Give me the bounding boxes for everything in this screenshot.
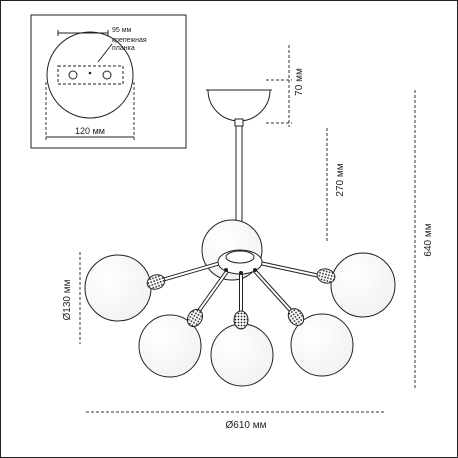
mounting-hole-left [68, 70, 78, 80]
socket-lower-center [233, 310, 249, 330]
canopy-top-view [46, 31, 134, 119]
socket-right [316, 268, 336, 284]
globe-lower-right [290, 313, 354, 377]
bracket-leader [97, 43, 113, 63]
socket-left [146, 274, 166, 290]
ceiling-canopy [207, 89, 271, 122]
globe-right [330, 252, 396, 318]
canopy-diameter-label: 120 мм [75, 126, 105, 136]
chandelier-drawing [84, 89, 396, 387]
rod-length-label: 270 мм [335, 163, 346, 196]
bracket-label-line2: планка [112, 45, 135, 52]
total-height-label: 640 мм [423, 223, 434, 256]
socket-lower-left [186, 308, 204, 328]
globe-left [84, 254, 152, 322]
rod-collar [234, 118, 244, 127]
plate-length-label: 95 мм [112, 27, 132, 34]
center-mark [88, 71, 92, 75]
mounting-hole-right [102, 70, 112, 80]
globe-lower-center [210, 323, 274, 387]
globe-lower-left [138, 314, 202, 378]
bracket-label-line1: крепежная [112, 37, 147, 44]
canopy-height-label: 70 мм [294, 68, 305, 96]
mounting-bracket-outline [57, 65, 124, 85]
mounting-detail-inset: 95 мм крепежная планка 120 мм [30, 14, 187, 149]
globe-diameter-label: Ø130 мм [62, 279, 73, 320]
socket-lower-right [287, 308, 305, 326]
dimension-lines: 70 мм 270 мм 640 мм Ø130 мм Ø610 мм [62, 45, 434, 431]
total-width-label: Ø610 мм [226, 420, 267, 431]
